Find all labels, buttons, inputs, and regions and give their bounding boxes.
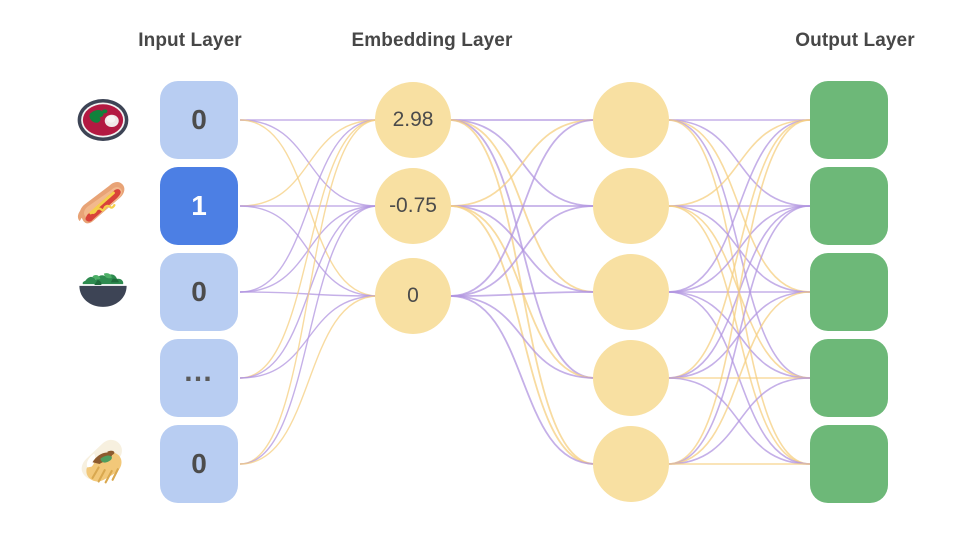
edge-emb-hid-2-0: [449, 119, 596, 297]
edge-in-emb-4-1: [239, 205, 379, 465]
edge-emb-hid-2-2: [449, 291, 596, 297]
edge-hid-out-4-3: [667, 377, 811, 465]
output-node-2[interactable]: [810, 253, 888, 331]
edge-hid-out-3-0: [667, 119, 811, 379]
edge-emb-hid-2-4: [449, 295, 596, 465]
edge-in-emb-2-0: [239, 119, 379, 293]
embedding-node-2[interactable]: 0: [375, 258, 451, 334]
hidden-node-1[interactable]: [593, 168, 669, 244]
edge-hid-out-4-2: [667, 291, 811, 465]
hot-dog-icon: [77, 181, 125, 224]
edge-in-emb-1-0: [239, 119, 379, 207]
edge-emb-hid-1-2: [449, 205, 596, 293]
edge-emb-hid-2-1: [449, 205, 596, 297]
edge-hid-out-1-0: [667, 119, 811, 207]
title-input-layer: Input Layer: [138, 30, 242, 51]
edge-emb-hid-1-3: [449, 205, 596, 379]
edge-hid-out-4-0: [667, 119, 811, 465]
edge-in-emb-3-0: [239, 119, 379, 379]
burrito-icon: [81, 439, 122, 484]
edge-hid-out-4-1: [667, 205, 811, 465]
input-node-1[interactable]: 1: [160, 167, 238, 245]
output-node-0[interactable]: [810, 81, 888, 159]
green-salad-icon: [79, 273, 127, 307]
meat-bowl-icon: [77, 99, 129, 141]
output-node-1[interactable]: [810, 167, 888, 245]
hidden-node-4[interactable]: [593, 426, 669, 502]
edge-in-emb-4-2: [239, 295, 379, 465]
edge-in-emb-4-0: [239, 119, 379, 465]
edge-hid-out-2-0: [667, 119, 811, 293]
embedding-node-1[interactable]: -0.75: [375, 168, 451, 244]
embedding-node-0[interactable]: 2.98: [375, 82, 451, 158]
hidden-node-3[interactable]: [593, 340, 669, 416]
title-embedding-layer: Embedding Layer: [351, 30, 513, 51]
edge-emb-hid-1-0: [449, 119, 596, 207]
input-node-0[interactable]: 0: [160, 81, 238, 159]
input-node-4[interactable]: 0: [160, 425, 238, 503]
edge-emb-hid-2-3: [449, 295, 596, 379]
input-node-2[interactable]: 0: [160, 253, 238, 331]
output-node-3[interactable]: [810, 339, 888, 417]
hidden-node-0[interactable]: [593, 82, 669, 158]
input-node-ellipsis[interactable]: …: [160, 339, 238, 417]
hidden-node-2[interactable]: [593, 254, 669, 330]
title-output-layer: Output Layer: [795, 30, 915, 51]
edge-emb-hid-1-4: [449, 205, 596, 465]
output-node-4[interactable]: [810, 425, 888, 503]
